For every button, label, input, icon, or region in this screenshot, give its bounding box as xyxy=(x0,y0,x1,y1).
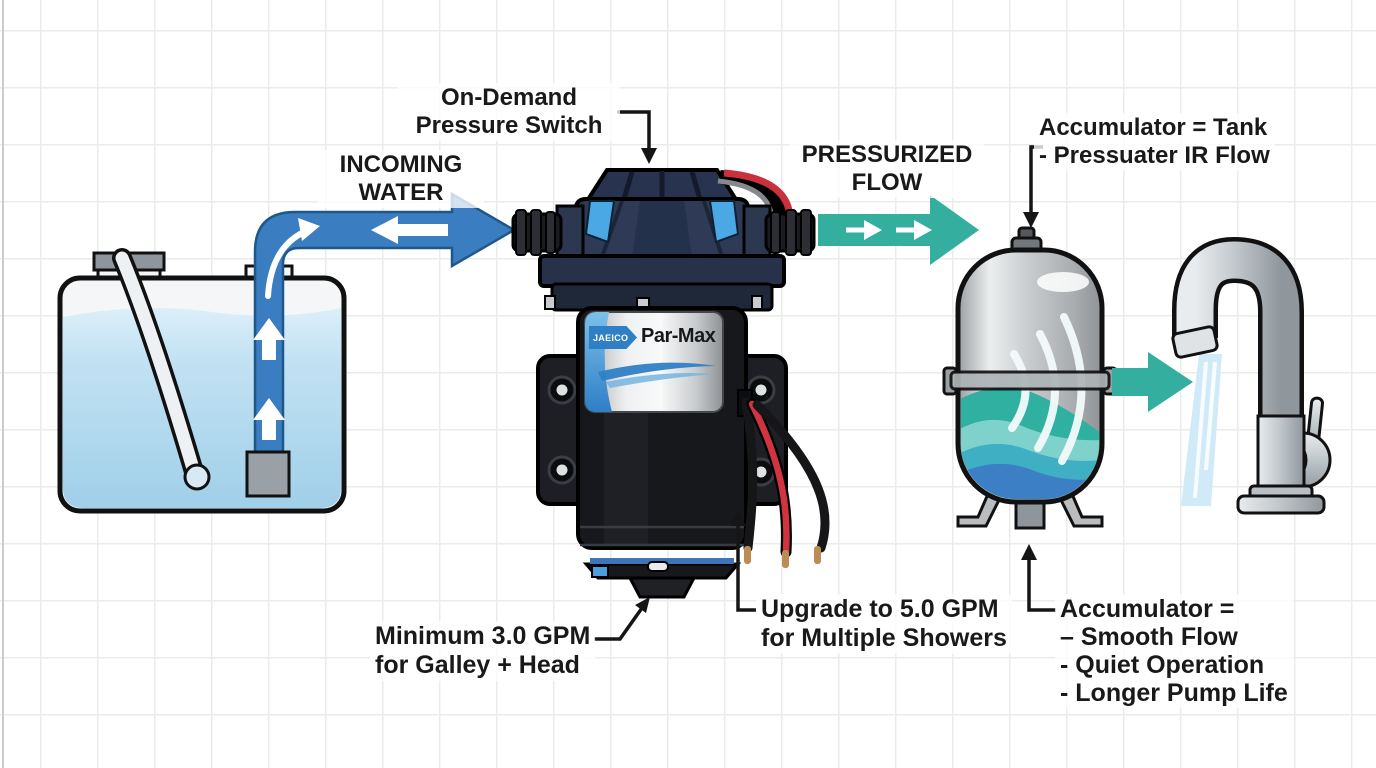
accumulator-benefits-line2: – Smooth Flow xyxy=(1060,623,1238,651)
pump-label-swoosh-light xyxy=(606,373,714,388)
water-stream-highlights xyxy=(1193,361,1217,499)
accumulator-water xyxy=(961,387,1099,499)
annotation-arrowheads xyxy=(635,148,1039,613)
pump-head-facets xyxy=(600,200,724,258)
black-wire xyxy=(752,400,830,553)
wire-tip xyxy=(814,546,821,564)
pump-bottom-notch xyxy=(647,561,669,572)
pump-top-ribs xyxy=(621,171,703,200)
accumulator-tank-line2: - Pressuater IR Flow xyxy=(1039,141,1270,169)
left-arrow-icon xyxy=(371,216,448,244)
wire-tip xyxy=(744,546,751,564)
accumulator-highlight xyxy=(1037,272,1089,292)
dip-tube-tip xyxy=(183,463,211,491)
pump-model-text: Par-Max xyxy=(641,325,716,347)
faucet-neck xyxy=(1176,241,1300,422)
pump-flange xyxy=(538,254,786,288)
flow-chevron-icon xyxy=(864,220,882,240)
min-gpm-line1: Minimum 3.0 GPM xyxy=(375,622,591,650)
pressurized-flow-label: PRESSURIZED FLOW xyxy=(790,140,984,198)
black-wire xyxy=(741,397,758,553)
min-gpm-line2: for Galley + Head xyxy=(375,651,580,679)
pump-motor-sheen xyxy=(604,412,648,544)
pressure-switch-line1: On-Demand xyxy=(440,84,577,111)
pressurized-flow-arrow xyxy=(818,195,979,265)
upgrade-gpm-line2: for Multiple Showers xyxy=(761,624,1007,652)
accumulator-tank-line1: Accumulator = Tank xyxy=(1039,114,1268,141)
faucet-column xyxy=(1256,414,1306,494)
curved-flow-arrow-icon xyxy=(265,229,307,299)
wire-tip xyxy=(782,550,789,568)
pressure-switch-line2: Pressure Switch xyxy=(415,111,603,139)
pickup-strainer xyxy=(245,450,291,498)
pressurized-flow-line1: PRESSURIZED xyxy=(801,141,973,168)
curved-flow-arrowhead-icon xyxy=(298,218,320,241)
pump-bottom-foot xyxy=(627,576,697,599)
faucet-spout-tip xyxy=(1171,325,1219,359)
page-edge-line xyxy=(2,0,4,768)
accumulator-benefits-line3: - Quiet Operation xyxy=(1060,651,1265,679)
incoming-water-line1: INCOMING xyxy=(339,151,463,178)
min-gpm-label: Minimum 3.0 GPM for Galley + Head xyxy=(370,621,596,681)
faucet xyxy=(1171,236,1332,515)
pump-head-accent-right xyxy=(708,200,740,244)
pump-bottom-blue-tab xyxy=(591,565,609,578)
pressure-switch-label: On-Demand Pressure Switch xyxy=(398,83,620,141)
pump-label-swoosh xyxy=(598,362,716,381)
pump-head-panel xyxy=(632,201,692,257)
pointer-pressure-switch xyxy=(617,110,651,150)
pointer-upgrade-gpm xyxy=(736,524,756,612)
flow-chevron-icon xyxy=(914,220,932,240)
upgrade-gpm-line1: Upgrade to 5.0 GPM xyxy=(761,595,999,623)
dip-tube xyxy=(115,251,201,479)
incoming-water-line2: WATER xyxy=(358,178,444,206)
pump xyxy=(511,168,830,599)
pump-inlet-fitting xyxy=(511,209,563,256)
pointer-min-gpm xyxy=(594,606,644,641)
accumulator-tank-label: Accumulator = Tank - Pressuater IR Flow xyxy=(1034,113,1275,171)
pump-brand-text: JAEICO xyxy=(593,332,629,343)
pump-motor-seams xyxy=(580,525,744,547)
up-arrow-icon xyxy=(253,318,285,360)
accumulator xyxy=(942,226,1118,530)
water-tank xyxy=(57,248,347,514)
red-wire xyxy=(748,400,790,556)
accumulator-benefits-label: Accumulator = – Smooth Flow - Quiet Oper… xyxy=(1055,594,1293,708)
pressurized-flow-line2: FLOW xyxy=(851,168,923,196)
incoming-water-pipe-arrow xyxy=(245,191,517,498)
accumulator-seam-band xyxy=(949,370,1111,391)
pointer-accumulator-benefits xyxy=(1027,558,1056,612)
faucet-base xyxy=(1236,494,1326,515)
pump-brand-logo: JAEICO xyxy=(589,326,637,349)
upgrade-gpm-label: Upgrade to 5.0 GPM for Multiple Showers xyxy=(756,594,1012,654)
incoming-water-label: INCOMING WATER xyxy=(318,150,484,208)
accumulator-benefits-line1: Accumulator = xyxy=(1060,595,1235,623)
accumulator-benefits-line4: - Longer Pump Life xyxy=(1060,679,1288,707)
outlet-flow-arrow-icon xyxy=(1112,352,1193,412)
pump-outlet-fitting xyxy=(764,209,816,256)
pump-head-accent-left xyxy=(584,200,616,244)
up-arrow-icon xyxy=(253,398,285,440)
annotation-pointers xyxy=(594,110,1056,641)
